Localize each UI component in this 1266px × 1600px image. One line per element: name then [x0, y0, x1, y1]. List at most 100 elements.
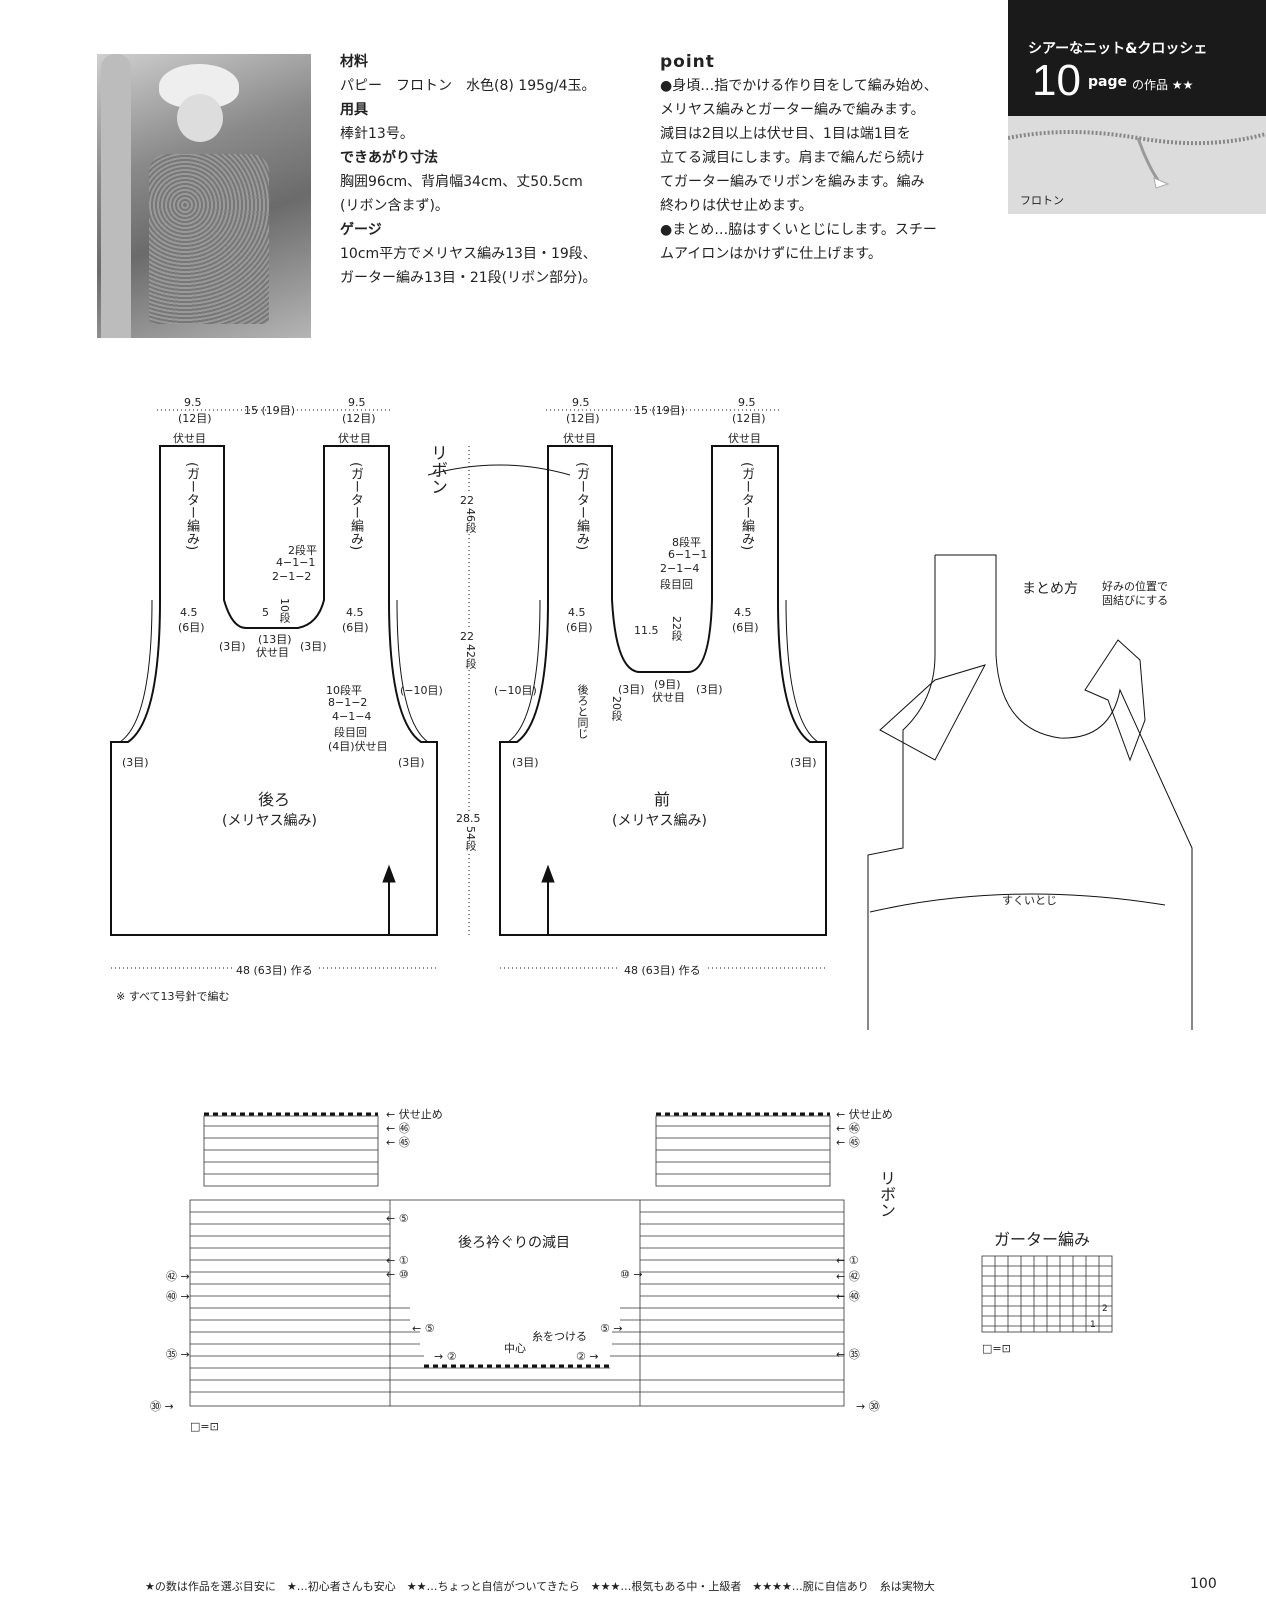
chart-legend: □=⊡: [190, 1420, 219, 1433]
front-neck-height: 11.5: [634, 624, 659, 637]
point-line: 減目は2目以上は伏せ目、1目は端1目を: [660, 126, 911, 142]
back-shoulder-right-2: (6目): [342, 621, 369, 634]
front-dim-right: 9.5: [738, 396, 756, 409]
back-shoulder-left: 4.5: [180, 606, 198, 619]
back-width: 48 (63目) 作る: [232, 962, 317, 978]
vest-shape: [149, 154, 269, 324]
back-arm-rule-5: (4目)伏せ目: [328, 740, 388, 753]
chart-row-10-left: ← ⑩: [386, 1268, 409, 1281]
back-dim-left-2: (12目): [178, 412, 212, 425]
height-3: 28.5: [456, 812, 481, 825]
chart-row-40-right: ← ㊵: [836, 1290, 860, 1303]
front-shoulder-right-2: (6目): [732, 621, 759, 634]
material-heading: 材料: [340, 54, 368, 70]
page-word: page: [1088, 74, 1127, 90]
chart-row-10-right: ⑩ →: [620, 1268, 643, 1281]
front-neck-center-2: 伏せ目: [652, 691, 685, 704]
finish-title: まとめ方: [1022, 581, 1078, 597]
back-arm-rule-2: 8−1−2: [328, 696, 368, 709]
finish-seam: すくいとじ: [1002, 894, 1057, 907]
chart-row-1-right: ← ①: [836, 1254, 859, 1267]
back-body-outline: [110, 445, 438, 936]
back-bind-off-right: 伏せ目: [338, 432, 371, 445]
back-armhole-inner: [119, 599, 153, 743]
size-text: 胸囲96cm、背肩幅34cm、丈50.5cm: [340, 174, 583, 190]
height-2-rows: 42段: [462, 644, 478, 669]
back-bind-off-left: 伏せ目: [173, 432, 206, 445]
chart-row-35-left: ㉟ →: [166, 1348, 190, 1361]
back-three-right: (3目): [300, 640, 327, 653]
info-column: 材料 パピー フロトン 水色(8) 195g/4玉。 用具 棒針13号。 できあ…: [340, 50, 597, 290]
back-neck-rule-2: 4−1−1: [276, 556, 316, 569]
finish-note-2: 固結びにする: [1102, 594, 1169, 607]
front-garter-right: (ガーター編み): [739, 462, 754, 551]
front-three-right: (3目): [696, 683, 723, 696]
ribbon-left: [879, 664, 986, 761]
chart-row-5-left: ← ⑤: [386, 1212, 409, 1225]
gauge-text: 10cm平方でメリヤス編み13目・19段、: [340, 246, 597, 262]
back-neck-center-2: 伏せ目: [256, 646, 289, 659]
front-rows-20: 20段: [610, 696, 623, 721]
point-line: 立てる減目にします。肩まで編んだら続け: [660, 150, 925, 166]
height-1-rows: 46段: [462, 508, 478, 533]
garter-row-2: 2: [1102, 1304, 1108, 1314]
chart-row-42-left: ㊷ →: [166, 1270, 190, 1283]
series-title: シアーなニット&クロッシェ: [1028, 41, 1208, 57]
back-garter-right: (ガーター編み): [348, 462, 363, 551]
back-armhole-inner-r: [396, 599, 429, 743]
gauge-text-2: ガーター編み13目・21段(リボン部分)。: [340, 270, 597, 286]
front-dim-right-2: (12目): [732, 412, 766, 425]
chart-row-42-right: ← ㊷: [836, 1270, 860, 1283]
front-dim-left: 9.5: [572, 396, 590, 409]
yarn-label: フロトン: [1020, 194, 1064, 207]
front-dim-left-2: (12目): [566, 412, 600, 425]
back-dim-center: 15 (19目): [244, 404, 296, 417]
difficulty-label: の作品 ★★: [1132, 78, 1194, 92]
front-same-as-back: 後ろと同じ: [576, 684, 589, 739]
back-shoulder-left-2: (6目): [178, 621, 205, 634]
front-armhole-inner-r: [785, 599, 819, 743]
ribbon-label: リボン: [427, 444, 447, 495]
back-neck-rule: 2段平: [288, 544, 317, 557]
height-3-rows: 54段: [462, 826, 478, 851]
front-three-left: (3目): [618, 683, 645, 696]
front-bind-off-right: 伏せ目: [728, 432, 761, 445]
point-line: てガーター編みでリボンを編みます。編み: [660, 174, 925, 190]
size-heading: できあがり寸法: [340, 150, 438, 166]
back-neck-rows: 10段: [278, 598, 291, 623]
chart-row-45-right: ← ㊺: [836, 1136, 860, 1149]
front-title: 前: [654, 790, 671, 809]
front-shoulder-right: 4.5: [734, 606, 752, 619]
chart-attach-yarn: 糸をつける: [532, 1330, 587, 1343]
footer-legend: ★の数は作品を選ぶ目安に ★…初心者さんも安心 ★★…ちょっと自信がついてきたら…: [145, 1580, 935, 1593]
chart-row-30-right: → ㉚: [856, 1400, 880, 1413]
chart-c5-left: ← ⑤: [412, 1322, 435, 1335]
front-three-arm-right: (3目): [790, 756, 817, 769]
face-shape: [177, 94, 223, 142]
back-neck-height: 5: [262, 606, 269, 619]
tools-text: 棒針13号。: [340, 126, 414, 142]
chart-c2-left: → ②: [434, 1350, 457, 1363]
front-armhole-inner: [507, 599, 541, 743]
chart-row-35-right: ← ㉟: [836, 1348, 860, 1361]
front-shoulder-left: 4.5: [568, 606, 586, 619]
back-three-arm-right: (3目): [398, 756, 425, 769]
front-bind-off-left: 伏せ目: [563, 432, 596, 445]
front-neck-center: (9目): [654, 678, 681, 691]
front-three-arm-left: (3目): [512, 756, 539, 769]
chart-bind-off-left: ← 伏せ止め: [386, 1108, 443, 1121]
point-line: メリヤス編みとガーター編みで編みます。: [660, 102, 925, 118]
neck-chart-grid: [189, 1115, 845, 1407]
gauge-heading: ゲージ: [340, 222, 382, 238]
chart-row-46-right: ← ㊻: [836, 1122, 860, 1135]
back-three-left: (3目): [219, 640, 246, 653]
back-minus: (−10目): [400, 684, 443, 697]
front-minus: (−10目): [494, 684, 537, 697]
chart-bind-off-right: ← 伏せ止め: [836, 1108, 893, 1121]
front-neck-rule-2: 6−1−1: [668, 548, 708, 561]
chart-ribbon: リボン: [877, 1170, 896, 1218]
needle-note: ※ すべて13号針で編む: [116, 990, 230, 1003]
yarn-sample: フロトン: [1008, 116, 1266, 214]
finish-sketch-outline: [867, 554, 1193, 1030]
back-three-arm-left: (3目): [122, 756, 149, 769]
